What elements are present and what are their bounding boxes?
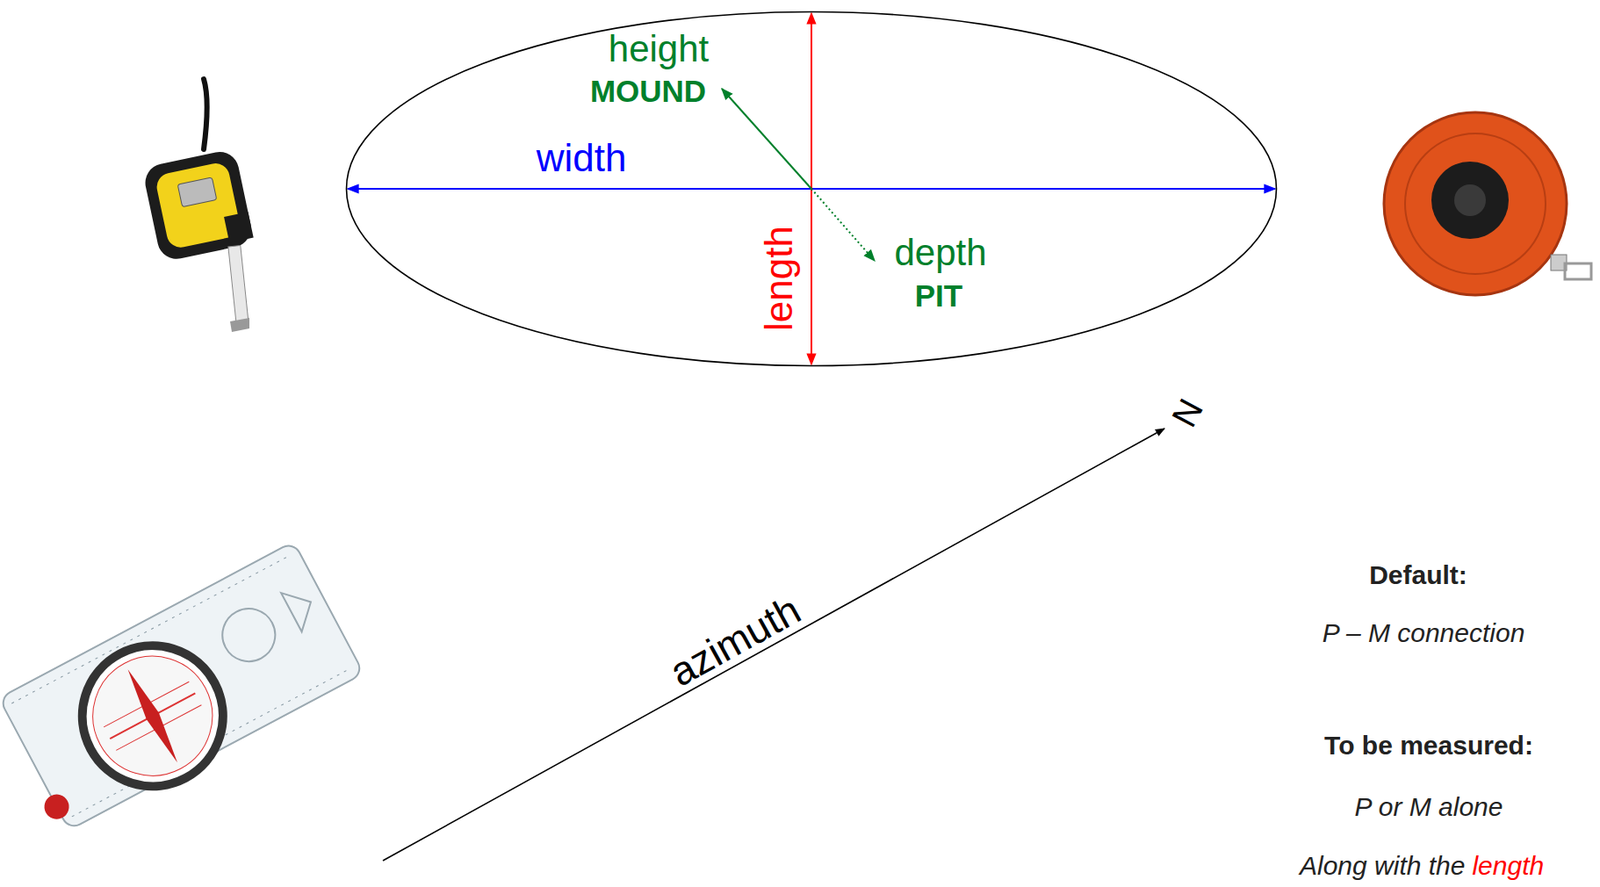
azimuth-label: azimuth	[662, 587, 808, 695]
depth-arrow	[811, 188, 875, 261]
width-label: width	[536, 136, 628, 180]
note-heading: To be measured:	[1324, 730, 1534, 760]
azimuth-arrow	[382, 428, 1165, 861]
tape-measure	[141, 79, 255, 332]
north-label: N	[1164, 392, 1211, 433]
note-highlight: length	[1471, 850, 1544, 880]
height-arrow	[721, 88, 812, 189]
note-text: P – M connection	[1322, 618, 1526, 648]
ellipse-outline	[346, 12, 1277, 367]
pit-mound-ellipse: heightMOUND width length depthPIT	[345, 10, 1278, 368]
compass	[0, 541, 368, 844]
note-text: Along with the	[1299, 850, 1465, 880]
depth-label: depth	[893, 232, 987, 274]
note-heading: Default:	[1369, 560, 1468, 590]
ellipse-outline	[345, 10, 1278, 368]
height-label: height	[608, 28, 709, 70]
length-label: length	[757, 225, 800, 332]
feature-name: MOUND	[590, 74, 707, 109]
note-text: P or M alone	[1354, 792, 1504, 822]
tape-reel	[1383, 112, 1592, 296]
feature-name: PIT	[915, 279, 963, 314]
